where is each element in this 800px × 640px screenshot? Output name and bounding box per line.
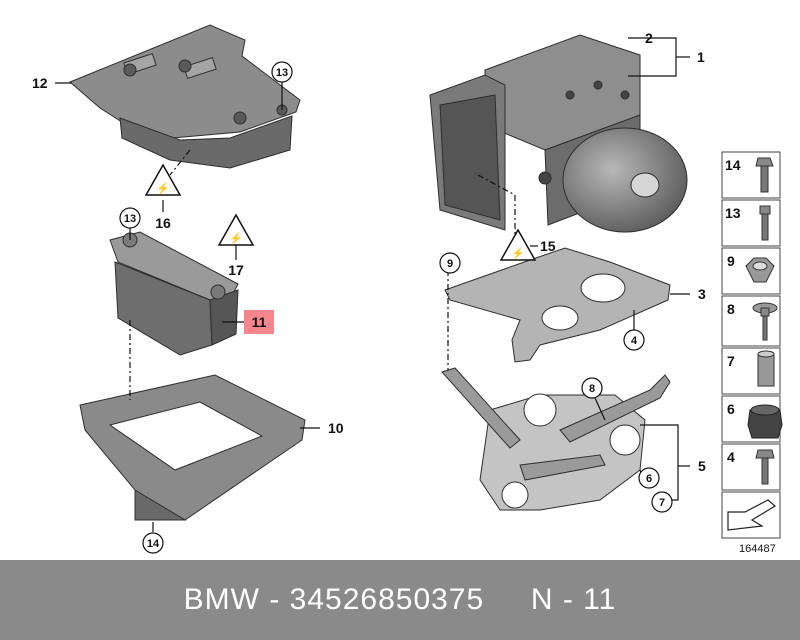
svg-text:7: 7 <box>659 497 665 509</box>
callout-5: 5 <box>698 458 706 474</box>
legend-item-13[interactable]: 13 <box>721 199 781 247</box>
svg-text:11: 11 <box>252 314 267 330</box>
callout-13-top: 13 <box>271 61 293 83</box>
callout-9: 9 <box>439 252 461 274</box>
callout-1: 1 <box>697 49 705 65</box>
svg-text:4: 4 <box>727 449 735 465</box>
bracket-assembly-12[interactable] <box>69 24 301 169</box>
electrical-warning-triangle-15: ⚡ <box>499 228 537 261</box>
direction-arrow-box <box>721 491 781 539</box>
callout-8: 8 <box>581 377 603 399</box>
svg-text:4: 4 <box>631 335 638 347</box>
svg-text:9: 9 <box>727 253 735 269</box>
svg-text:⚡: ⚡ <box>511 247 525 260</box>
legend-item-14[interactable]: 14 <box>721 151 781 199</box>
callout-6: 6 <box>638 467 660 489</box>
washer-bolt-icon <box>752 302 778 341</box>
callout-12: 12 <box>32 75 48 91</box>
torx-bolt-icon <box>759 205 771 241</box>
callout-7: 7 <box>651 491 673 513</box>
callout-17: 17 <box>228 262 244 278</box>
hardware-legend: 14 13 9 8 <box>721 151 783 555</box>
hydraulic-unit-1[interactable] <box>429 34 688 233</box>
callout-10: 10 <box>328 420 344 436</box>
callout-14-bottom: 14 <box>142 532 164 554</box>
hex-nut-icon <box>745 257 775 283</box>
svg-text:7: 7 <box>727 353 735 369</box>
svg-text:8: 8 <box>589 383 595 395</box>
legend-item-7[interactable]: 7 <box>721 347 781 395</box>
exploded-parts-diagram: ⚡ ⚡ ⚡ 12 13 16 13 17 11 10 14 2 1 15 9 3… <box>32 24 783 555</box>
svg-text:13: 13 <box>725 205 741 221</box>
svg-text:9: 9 <box>447 258 453 270</box>
svg-text:14: 14 <box>725 157 741 173</box>
caption-bar: BMW - 34526850375 N - 11 <box>0 560 800 640</box>
rubber-grommet-icon <box>747 404 783 439</box>
control-unit-11[interactable] <box>109 231 239 356</box>
legend-item-9[interactable]: 9 <box>721 247 781 295</box>
legend-item-8[interactable]: 8 <box>721 295 781 347</box>
bracket-5[interactable] <box>441 367 671 511</box>
caption-text: BMW - 34526850375 N - 11 <box>183 583 617 616</box>
svg-text:13: 13 <box>276 67 288 79</box>
svg-text:⚡: ⚡ <box>229 232 243 245</box>
mounting-plate-10[interactable] <box>79 374 306 521</box>
svg-text:8: 8 <box>727 301 735 317</box>
svg-text:13: 13 <box>124 213 136 225</box>
callout-11-highlight[interactable]: 11 <box>244 310 274 334</box>
diagram-id: 164487 <box>739 543 776 555</box>
svg-text:14: 14 <box>147 538 160 550</box>
electrical-warning-triangle-17: ⚡ <box>217 213 255 246</box>
arrow-icon <box>727 499 777 531</box>
sleeve-icon <box>757 350 775 387</box>
callout-16: 16 <box>155 215 171 231</box>
svg-text:6: 6 <box>727 401 735 417</box>
electrical-warning-triangle-16: ⚡ <box>144 163 182 196</box>
callout-3: 3 <box>698 286 706 302</box>
svg-text:⚡: ⚡ <box>156 182 170 195</box>
hex-flange-bolt-icon <box>755 157 774 193</box>
callout-15: 15 <box>540 238 556 254</box>
callout-4: 4 <box>623 329 645 351</box>
callout-2: 2 <box>645 30 653 46</box>
legend-item-6[interactable]: 6 <box>721 395 783 443</box>
callout-13-mid: 13 <box>119 207 141 229</box>
hex-bolt-icon <box>755 449 775 485</box>
bracket-3[interactable] <box>444 247 671 363</box>
legend-item-4[interactable]: 4 <box>721 443 781 491</box>
svg-text:6: 6 <box>646 473 652 485</box>
